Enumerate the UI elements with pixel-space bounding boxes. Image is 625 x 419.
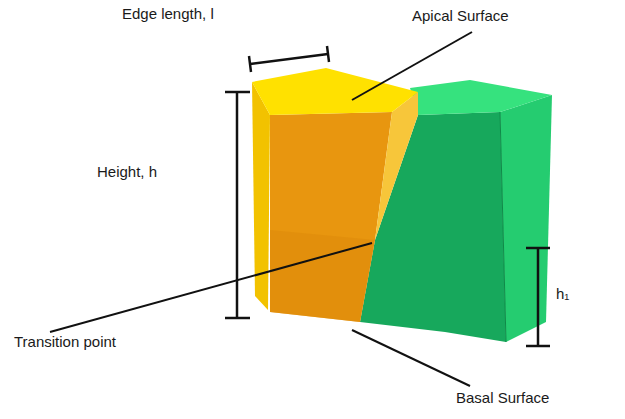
h1-label: h₁ [556, 286, 569, 303]
h1-bracket [526, 248, 550, 346]
edge-length-bracket [249, 46, 329, 72]
basal-surface-label: Basal Surface [456, 390, 549, 407]
height-bracket [225, 92, 250, 318]
yellow-cell-front [270, 112, 392, 322]
green-cell-side [500, 95, 552, 342]
transition-point-label: Transition point [14, 334, 116, 351]
leader-lines [50, 32, 472, 386]
yellow-cell-apical [252, 68, 418, 115]
green-cell-apical [410, 80, 552, 115]
yellow-cell-shade [270, 230, 375, 322]
edge-length-label: Edge length, l [122, 6, 214, 23]
green-edge [500, 112, 506, 342]
apical-surface-label: Apical Surface [412, 8, 509, 25]
height-label: Height, h [97, 164, 157, 181]
yellow-cell-facet [375, 92, 418, 240]
